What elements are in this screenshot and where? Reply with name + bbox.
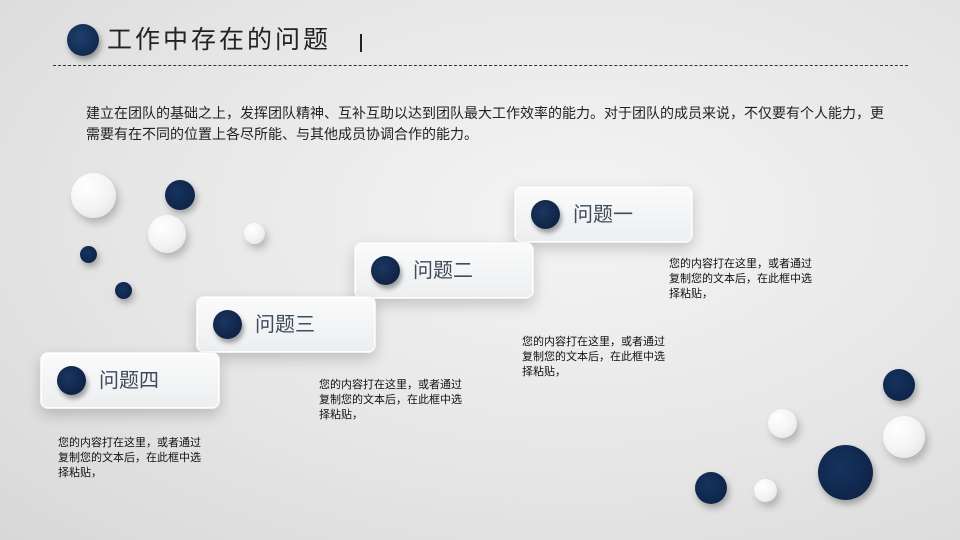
step-bullet-icon: [371, 256, 400, 285]
step-label: 问题四: [99, 368, 159, 392]
title-bullet-icon: [67, 24, 99, 56]
step-description-4: 您的内容打在这里，或者通过复制您的文本后，在此框中选择粘贴，: [58, 436, 201, 479]
step-card-4[interactable]: 问题四: [40, 352, 220, 409]
title-divider: [53, 65, 908, 66]
step-bullet-icon: [57, 366, 86, 395]
title-cursor-bar: [360, 34, 362, 52]
step-bullet-icon: [531, 200, 560, 229]
decor-circle-white: [244, 223, 265, 244]
decor-circle-navy: [115, 282, 132, 299]
decor-circle-navy: [80, 246, 97, 263]
step-label: 问题二: [413, 258, 473, 282]
decor-circle-white: [768, 409, 797, 438]
step-description-3: 您的内容打在这里，或者通过复制您的文本后，在此框中选择粘贴，: [319, 378, 462, 421]
step-label: 问题一: [573, 202, 633, 226]
step-card-1[interactable]: 问题一: [514, 186, 693, 243]
page-title: 工作中存在的问题: [107, 25, 332, 54]
step-label: 问题三: [255, 312, 315, 336]
step-card-2[interactable]: 问题二: [354, 242, 534, 299]
step-card-3[interactable]: 问题三: [196, 296, 376, 353]
decor-circle-navy: [165, 180, 195, 210]
decor-circle-white: [883, 416, 925, 458]
step-description-1: 您的内容打在这里，或者通过复制您的文本后，在此框中选择粘贴，: [669, 257, 812, 300]
decor-circle-white: [754, 479, 777, 502]
decor-circle-white: [71, 173, 116, 218]
decor-circle-navy: [695, 472, 727, 504]
step-bullet-icon: [213, 310, 242, 339]
decor-circle-navy: [883, 369, 915, 401]
step-description-2: 您的内容打在这里，或者通过复制您的文本后，在此框中选择粘贴，: [522, 335, 665, 378]
intro-paragraph: 建立在团队的基础之上，发挥团队精神、互补互助以达到团队最大工作效率的能力。对于团…: [86, 106, 884, 143]
decor-circle-navy: [818, 445, 873, 500]
decor-circle-white: [148, 215, 186, 253]
